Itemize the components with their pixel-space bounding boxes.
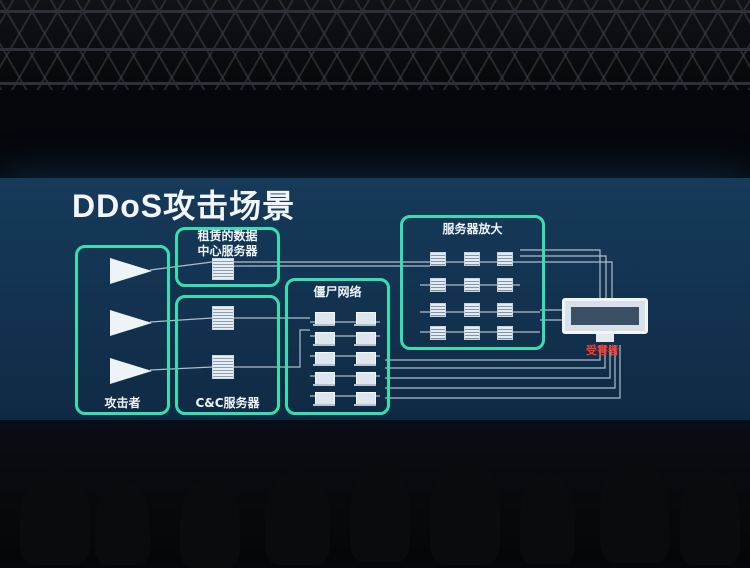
audience-head [600,458,670,563]
server-icon [430,326,446,340]
server-icon [430,303,446,317]
server-icon [464,303,480,317]
server-icon [497,326,513,340]
laptop-icon [313,332,335,346]
audience-head [20,470,90,565]
truss-beam [0,48,750,51]
laptop-icon [313,392,335,406]
slide-title: DDoS攻击场景 [72,188,296,224]
server-icon [464,252,480,266]
server-icon [464,326,480,340]
monitor-stand [596,334,614,342]
server-icon [497,278,513,292]
amplification-label: 服务器放大 [442,222,503,236]
attacker-label: 攻击者 [104,396,141,410]
laptop-icon [354,372,376,386]
server-icon [212,355,234,379]
laptop-icon [354,312,376,326]
laptop-icon [313,372,335,386]
audience-head [350,462,410,562]
botnet-box [285,278,390,415]
audience-head [680,470,740,565]
truss-beam [0,82,750,85]
audience-head [180,478,240,568]
cc-server-label: C&C服务器 [195,396,260,410]
audience-head [430,455,500,565]
server-icon [497,252,513,266]
audience-head [520,472,575,564]
laptop-icon [313,312,335,326]
audience-head [265,470,330,565]
attacker-triangle-icon [110,358,152,384]
server-icon [464,278,480,292]
botnet-label: 僵尸网络 [313,285,362,299]
truss-beam [0,10,750,13]
attacker-triangle-icon [110,258,152,284]
stage-truss [0,0,750,90]
server-icon [430,278,446,292]
laptop-icon [354,332,376,346]
laptop-icon [354,352,376,366]
server-icon [212,306,234,330]
server-icon [212,258,234,280]
server-icon [430,252,446,266]
laptop-icon [354,392,376,406]
server-icon [497,303,513,317]
victim-monitor-icon [562,298,648,334]
rented-dc-label: 租赁的数据 中心服务器 [197,229,258,258]
cc-server-box [175,295,280,415]
attacker-box [75,245,170,415]
rented-dc-box [175,227,280,287]
laptop-icon [313,352,335,366]
amplification-box [400,215,545,350]
attacker-triangle-icon [110,310,152,336]
audience-head [95,480,150,565]
victim-label: 受害者 [586,344,619,357]
